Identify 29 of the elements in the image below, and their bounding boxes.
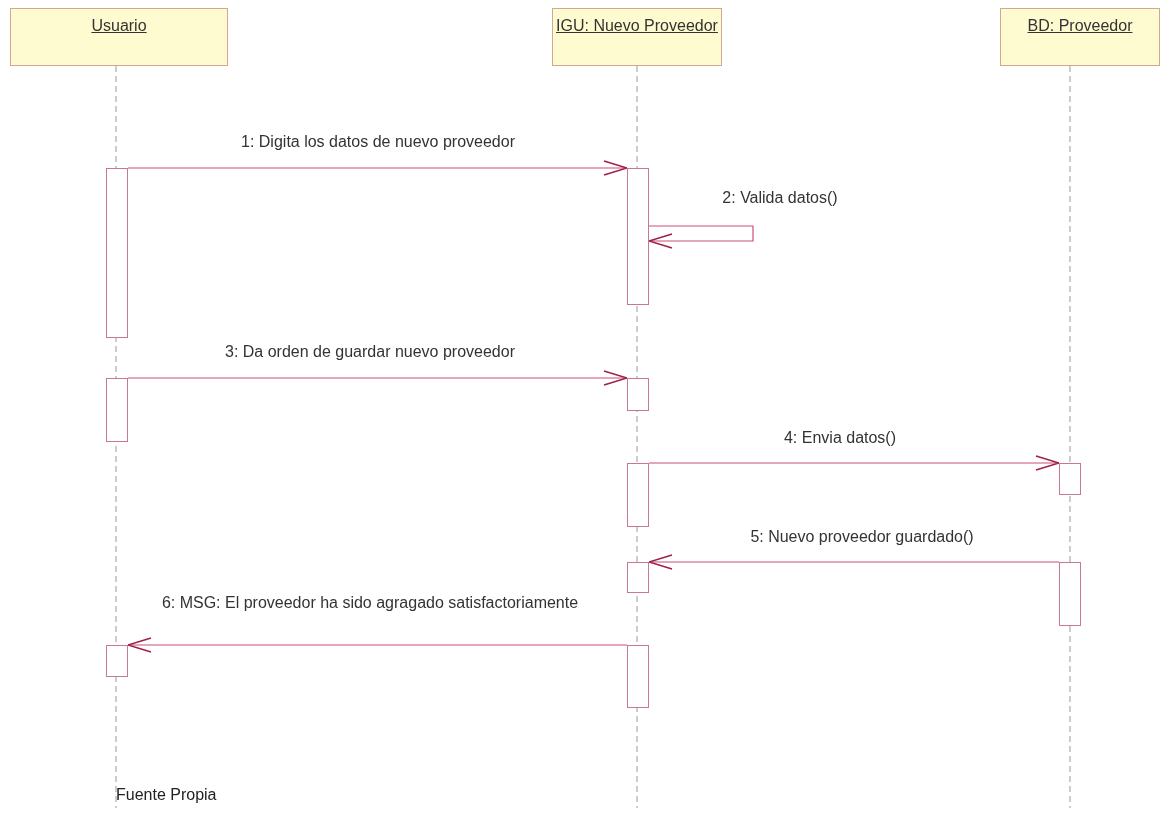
message-label: 6: MSG: El proveedor ha sido agragado satisfactoriamente — [159, 593, 581, 613]
message-label: 2: Valida datos() — [720, 188, 840, 208]
object-box — [552, 8, 722, 66]
activation-bar — [106, 645, 128, 677]
message-arrow — [648, 554, 1060, 570]
activation-bar — [627, 378, 649, 411]
activation-bar — [1059, 463, 1081, 495]
activation-bar — [627, 463, 649, 527]
message-label: 5: Nuevo proveedor guardado() — [748, 527, 976, 547]
message-arrow — [648, 455, 1060, 471]
activation-bar — [627, 645, 649, 708]
message-label: 3: Da orden de guardar nuevo proveedor — [223, 342, 517, 362]
message-label: 1: Digita los datos de nuevo proveedor — [239, 132, 517, 152]
activation-bar — [1059, 562, 1081, 626]
object-box — [10, 8, 228, 66]
activation-bar — [106, 378, 128, 442]
object-name: Usuario — [91, 16, 147, 36]
message-arrow — [127, 160, 628, 176]
activation-bar — [106, 168, 128, 338]
message-arrow — [127, 637, 628, 653]
object-name: IGU: Nuevo Proveedor — [556, 16, 718, 36]
source-note: Fuente Propia — [116, 786, 217, 804]
message-label: 4: Envia datos() — [781, 428, 899, 448]
object-name: BD: Proveedor — [1027, 16, 1133, 36]
activation-bar — [627, 562, 649, 593]
activation-bar — [627, 168, 649, 305]
message-arrow — [127, 370, 628, 386]
object-box — [1000, 8, 1160, 66]
message-arrow — [648, 225, 754, 249]
